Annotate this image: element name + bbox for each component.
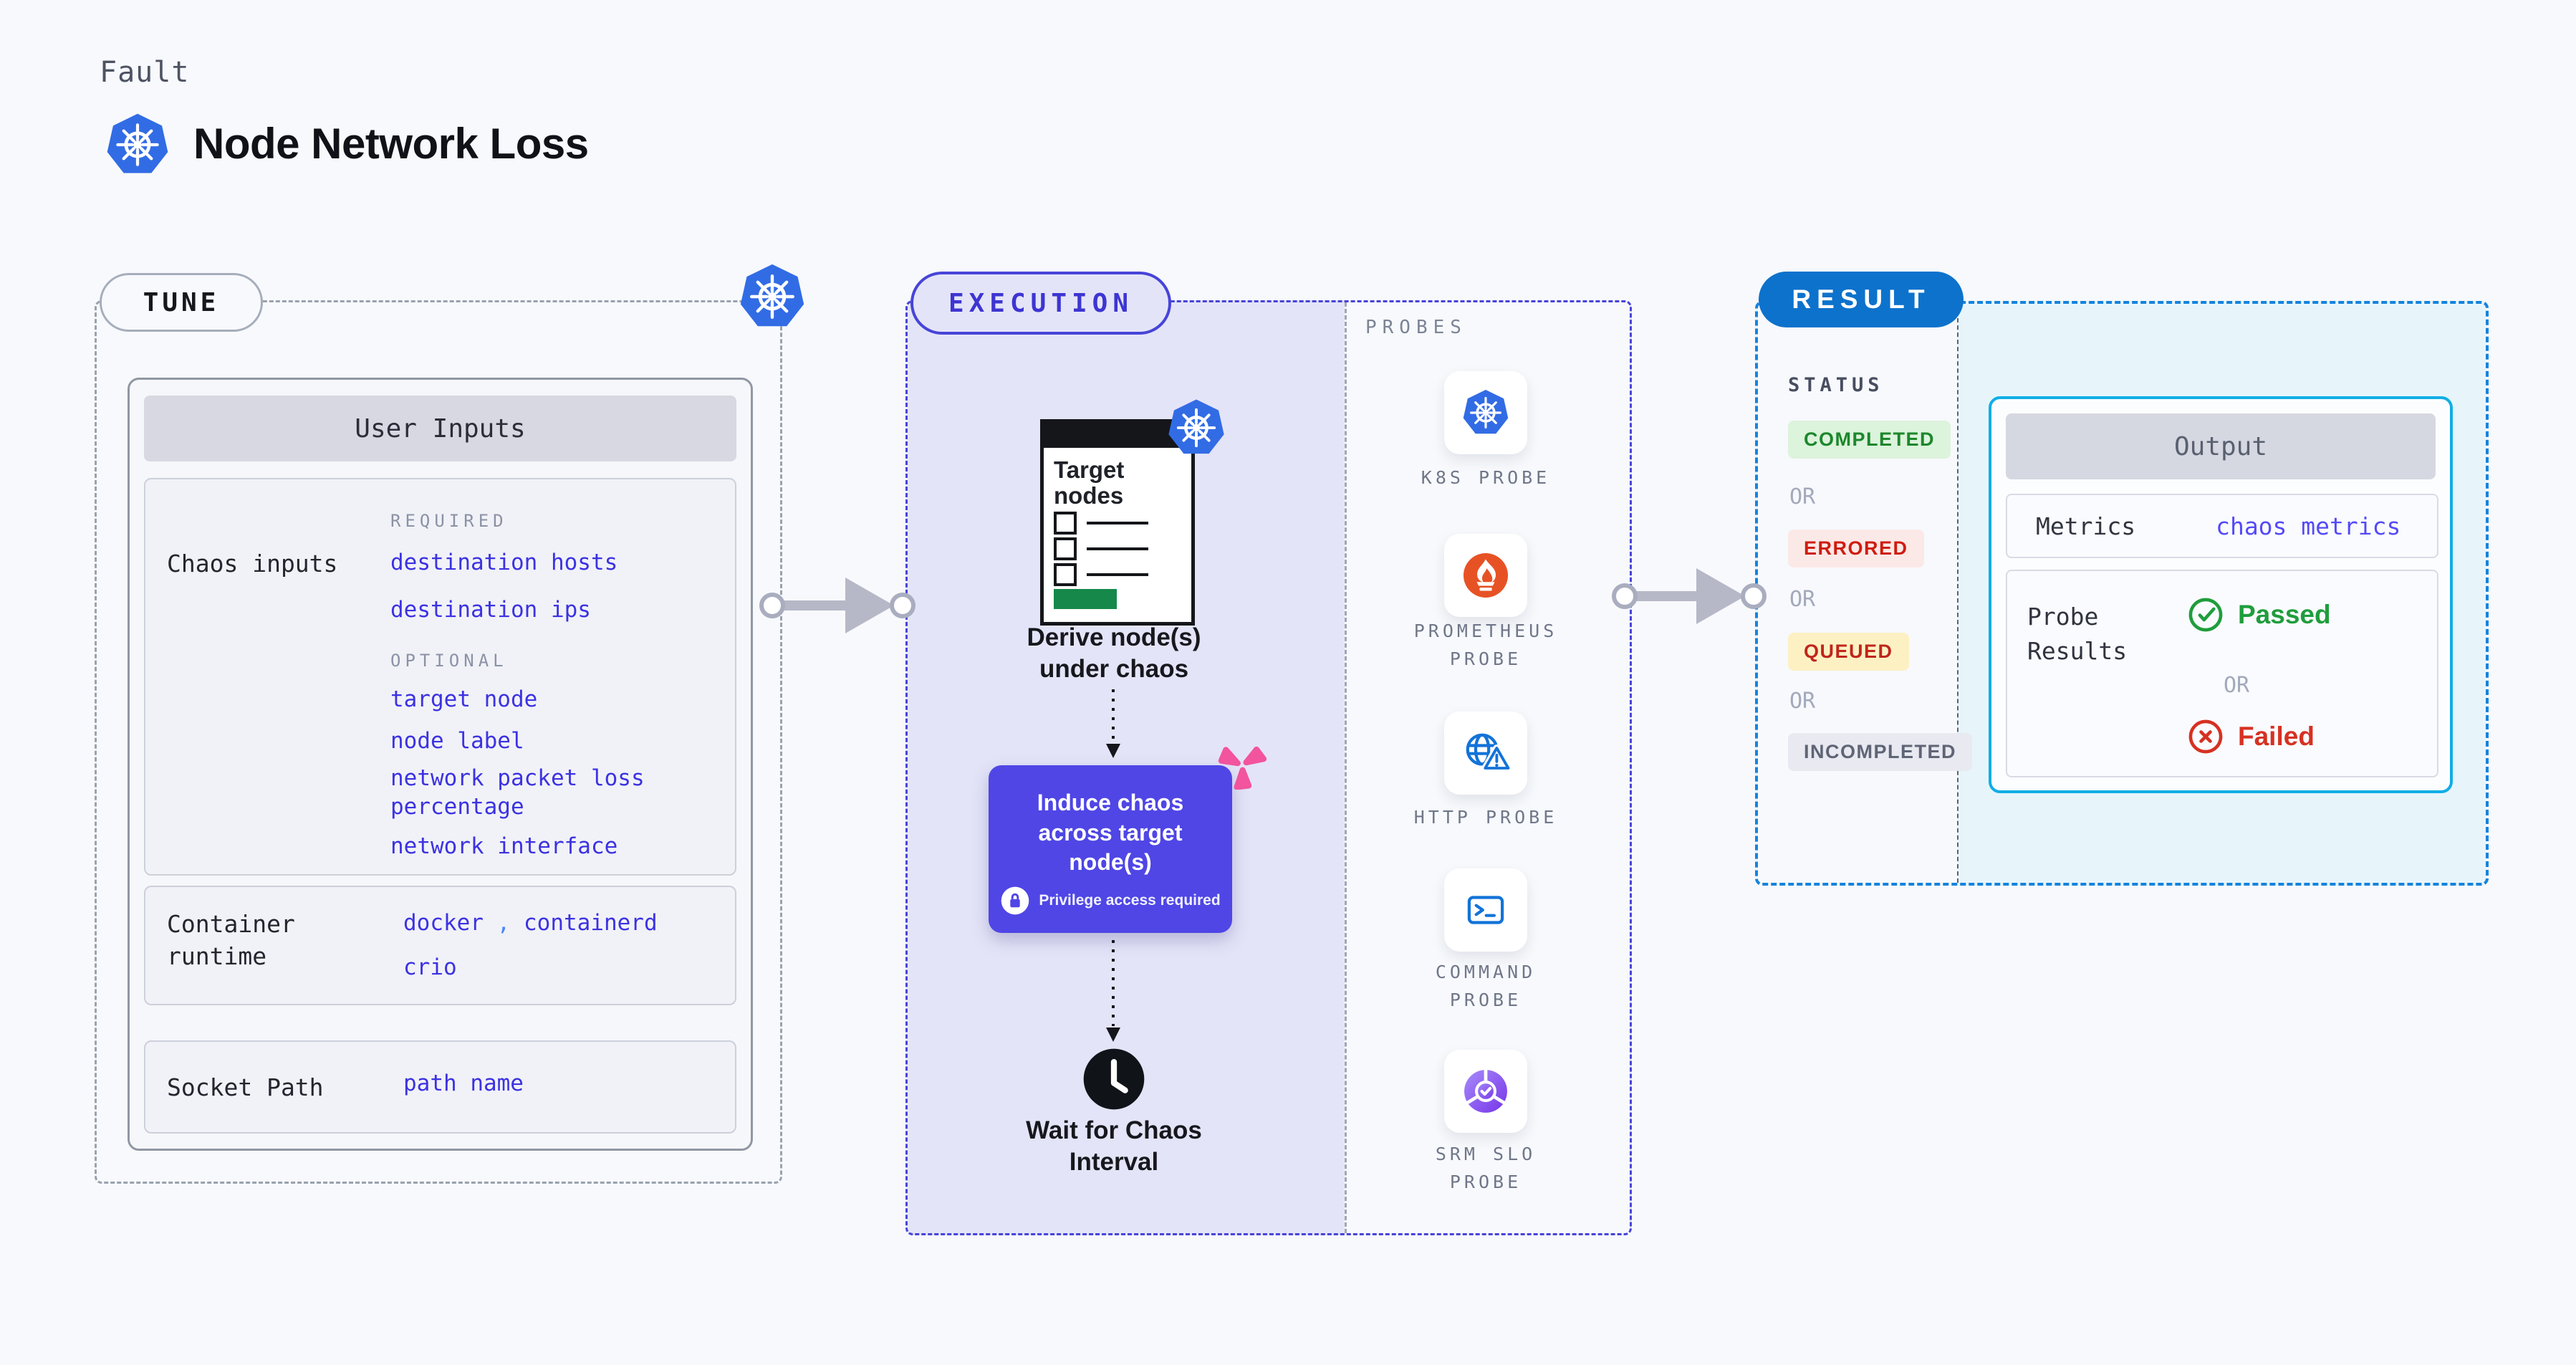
- input-network-packet-loss-percentage: network packet loss percentage: [390, 765, 645, 820]
- metrics-label: Metrics: [2036, 512, 2136, 540]
- target-nodes-card: Target nodes: [1040, 419, 1195, 626]
- chaos-pinwheel-icon: [1218, 741, 1267, 790]
- tune-pill: TUNE: [100, 273, 263, 332]
- checkbox-icon: [1054, 563, 1077, 586]
- node-line: [1087, 573, 1148, 576]
- probe-label-command: COMMAND PROBE: [1435, 962, 1537, 1010]
- probes-divider: [1345, 302, 1347, 1233]
- probe-card-http: [1444, 712, 1527, 795]
- probe-results-label: Probe Results: [2027, 603, 2128, 665]
- runtime-docker: docker: [403, 910, 484, 936]
- socket-path-value: path name: [403, 1071, 524, 1096]
- node-checkbox-row: [1054, 563, 1148, 586]
- lock-icon: [1000, 886, 1030, 916]
- socket-path-row: Socket Path path name: [144, 1040, 736, 1134]
- metrics-value: chaos metrics: [2216, 512, 2401, 540]
- status-output-divider: [1957, 304, 1959, 883]
- prometheus-icon: [1462, 552, 1509, 599]
- kubernetes-icon: [1461, 388, 1510, 437]
- kubernetes-icon: [1166, 398, 1226, 458]
- container-runtime-label: Container runtime: [167, 910, 295, 970]
- privilege-badge: Privilege access required: [989, 886, 1232, 916]
- green-action-bar: [1054, 589, 1117, 609]
- input-destination-ips: destination ips: [390, 597, 591, 623]
- status-badge-completed: COMPLETED: [1788, 421, 1951, 459]
- derive-caption: Derive node(s) under chaos: [1027, 623, 1201, 683]
- http-globe-warning-icon: [1461, 728, 1511, 778]
- probe-label-prometheus: PROMETHEUS PROBE: [1413, 621, 1558, 669]
- wait-caption: Wait for Chaos Interval: [1026, 1116, 1202, 1176]
- socket-path-label: Socket Path: [167, 1073, 324, 1101]
- or-label: OR: [1789, 689, 1816, 714]
- chaos-inputs-label: Chaos inputs: [167, 550, 338, 578]
- input-node-label: node label: [390, 727, 524, 754]
- required-heading: REQUIRED: [390, 511, 508, 531]
- passed-text: Passed: [2238, 600, 2331, 629]
- execution-pill: EXECUTION: [910, 272, 1171, 335]
- runtime-containerd: containerd: [524, 910, 658, 936]
- status-badge-incompleted: INCOMPLETED: [1788, 733, 1973, 771]
- probe-label-srm-slo: SRM SLO PROBE: [1435, 1144, 1537, 1192]
- status-heading: STATUS: [1788, 374, 1884, 396]
- or-label: OR: [1789, 587, 1816, 612]
- tune-section: [95, 300, 782, 1184]
- node-line: [1087, 547, 1148, 550]
- user-inputs-header: User Inputs: [144, 396, 736, 461]
- induce-chaos-box: Induce chaos across target node(s) Privi…: [989, 765, 1232, 933]
- probe-card-prometheus: [1444, 534, 1527, 617]
- container-runtime-row: Container runtime docker , containerd cr…: [144, 886, 736, 1005]
- input-destination-hosts: destination hosts: [390, 550, 618, 575]
- input-network-interface: network interface: [390, 833, 618, 859]
- checkbox-icon: [1054, 512, 1077, 535]
- optional-heading: OPTIONAL: [390, 650, 508, 671]
- slo-pie-check-icon: [1461, 1067, 1510, 1116]
- node-checkbox-row: [1054, 512, 1148, 535]
- result-section: STATUS COMPLETED OR ERRORED OR QUEUED OR…: [1755, 301, 2489, 886]
- status-badge-queued: QUEUED: [1788, 633, 1909, 671]
- probe-card-k8s: [1444, 371, 1527, 454]
- terminal-icon: [1461, 885, 1511, 935]
- probe-card-srm-slo: [1444, 1050, 1527, 1133]
- probes-heading: PROBES: [1365, 317, 1467, 338]
- checkbox-icon: [1054, 537, 1077, 560]
- node-checkbox-row: [1054, 537, 1148, 560]
- induce-chaos-title: Induce chaos across target node(s): [1037, 790, 1184, 876]
- metrics-row: Metrics chaos metrics: [2006, 494, 2438, 558]
- failed-indicator: Failed: [2186, 717, 2315, 756]
- runtime-separator: ,: [496, 910, 511, 936]
- probe-label-http: HTTP PROBE: [1413, 807, 1558, 828]
- output-box: Output Metrics chaos metrics Probe Resul…: [1989, 396, 2453, 793]
- x-circle-icon: [2186, 717, 2225, 756]
- or-label: OR: [1789, 484, 1816, 509]
- fault-eyebrow: Fault: [100, 56, 190, 89]
- runtime-crio: crio: [403, 954, 457, 981]
- clock-icon: [1081, 1046, 1147, 1112]
- node-line: [1087, 522, 1148, 525]
- result-pill: RESULT: [1759, 272, 1964, 327]
- user-inputs-panel: User Inputs Chaos inputs REQUIRED destin…: [128, 378, 753, 1151]
- target-card-title: Target nodes: [1054, 456, 1125, 509]
- probe-results-row: Probe Results Passed OR Failed: [2006, 570, 2438, 777]
- privilege-badge-text: Privilege access required: [1039, 892, 1221, 909]
- passed-indicator: Passed: [2186, 595, 2331, 634]
- kubernetes-icon: [105, 112, 170, 178]
- output-header: Output: [2006, 413, 2436, 479]
- kubernetes-icon: [738, 262, 807, 331]
- or-label: OR: [2224, 673, 2250, 698]
- check-circle-icon: [2186, 595, 2225, 634]
- page-title: Node Network Loss: [193, 120, 589, 168]
- probe-label-k8s: K8S PROBE: [1421, 467, 1551, 488]
- input-target-node: target node: [390, 686, 538, 712]
- probe-card-command: [1444, 868, 1527, 952]
- status-badge-errored: ERRORED: [1788, 530, 1924, 567]
- failed-text: Failed: [2238, 722, 2315, 751]
- chaos-inputs-row: Chaos inputs REQUIRED destination hosts …: [144, 478, 736, 876]
